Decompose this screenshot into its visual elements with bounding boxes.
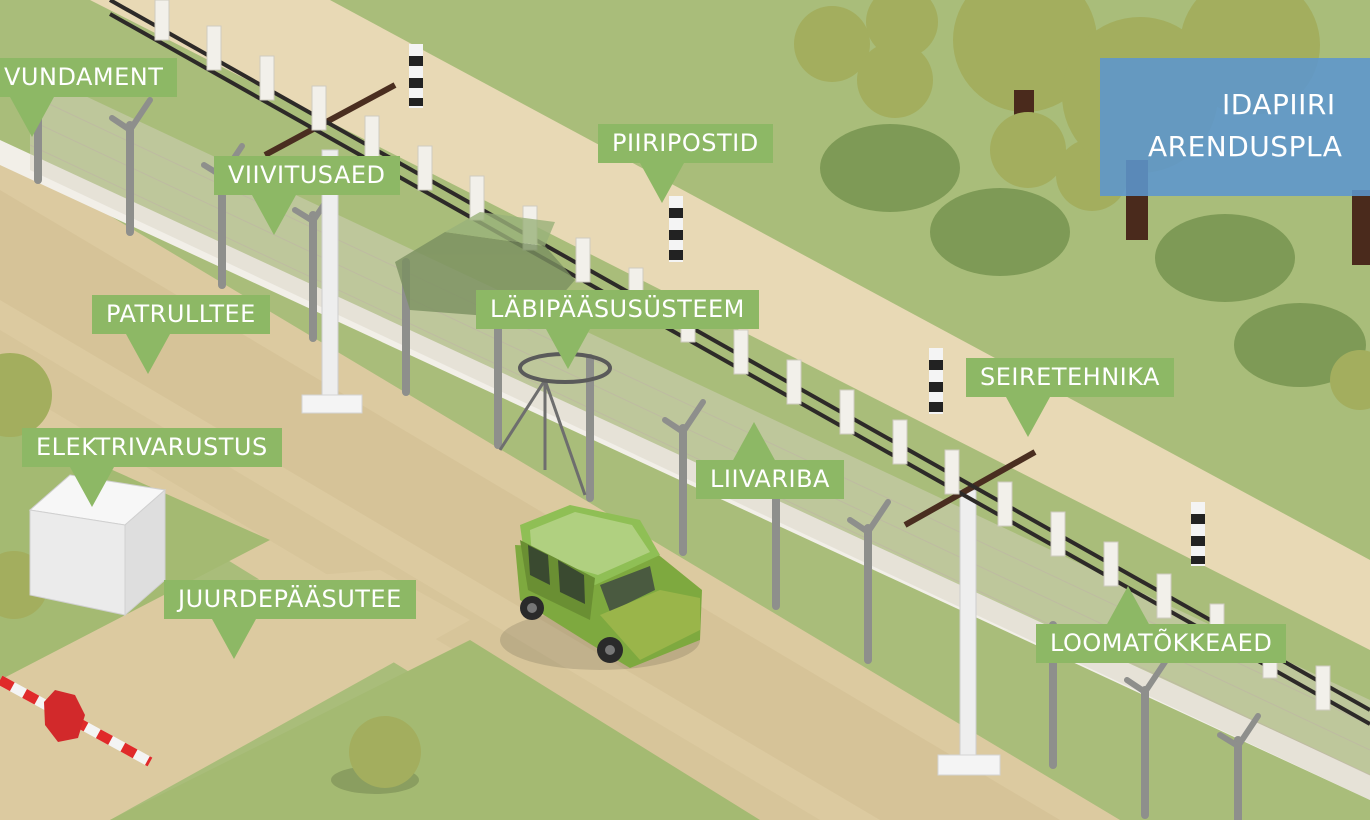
label-juurdepaasutee: JUURDEPÄÄSUTEE	[164, 580, 416, 659]
label-patrulltee: PATRULLTEE	[92, 295, 270, 374]
label-pointer	[640, 163, 684, 203]
label-pointer	[1106, 586, 1150, 626]
label-pointer	[252, 195, 296, 235]
label-pointer	[70, 467, 114, 507]
monitoring-mast-2	[903, 449, 1037, 776]
label-liivariba: LIIVARIBA	[696, 422, 844, 499]
info-box-line2: ARENDUSPLA	[1148, 130, 1343, 163]
label-labipaasususteem: LÄBIPÄÄSUSÜSTEEM	[476, 290, 759, 369]
label-pointer	[126, 334, 170, 374]
road-track	[0, 190, 1060, 820]
label-pointer	[546, 329, 590, 369]
label-vundament: VUNDAMENT	[0, 58, 178, 137]
info-box-line1: IDAPIIRI	[1222, 88, 1336, 121]
monitoring-mast-1	[263, 82, 397, 414]
delay-fence	[109, 0, 1370, 726]
label-loomatokkeaed: LOOMATÕKKEAED	[1036, 586, 1287, 663]
access-road	[0, 570, 470, 820]
electrical-cabinet	[28, 474, 167, 617]
label-viivitusaed: VIIVITUSAED	[214, 156, 400, 235]
barrier-gate	[0, 675, 153, 767]
lower-grass	[110, 640, 760, 820]
label-pointer	[1006, 397, 1050, 437]
trees	[794, 0, 1370, 410]
label-pointer	[732, 422, 776, 462]
info-box[interactable]: IDAPIIRI ARENDUSPLA	[1100, 58, 1370, 196]
patrol-road	[0, 150, 1120, 820]
label-seiretehnika: SEIRETEHNIKA	[966, 358, 1174, 437]
label-pointer	[10, 97, 54, 137]
border-posts	[409, 44, 1205, 566]
label-piiripostid: PIIRIPOSTID	[598, 124, 773, 203]
label-elektrivarustus: ELEKTRIVARUSTUS	[22, 428, 282, 507]
patrol-car	[500, 505, 702, 670]
label-pointer	[212, 619, 256, 659]
